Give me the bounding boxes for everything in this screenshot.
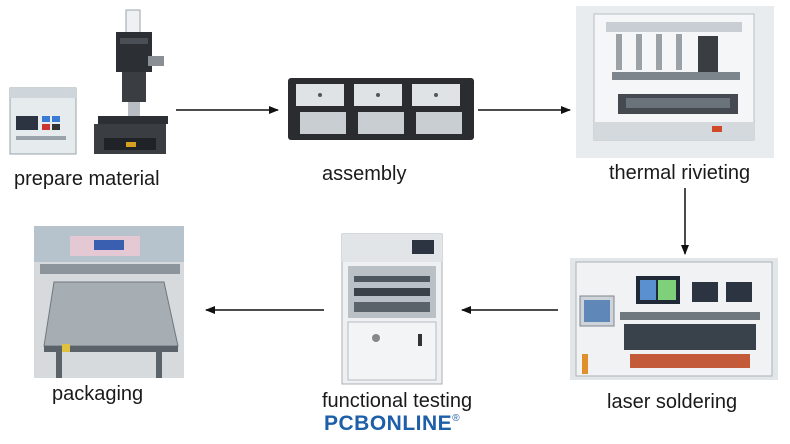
- functional-testing-photo: [332, 226, 454, 386]
- brand-name: PCBONLINE: [324, 412, 453, 435]
- packaging-photo: [34, 226, 184, 378]
- step-label-thermal-riveting: thermal rivieting: [609, 162, 751, 184]
- step-label-laser-soldering: laser soldering: [607, 391, 738, 413]
- brand-registered-mark: ®: [452, 413, 461, 424]
- step-label-functional-testing: functional testing: [322, 390, 473, 412]
- laser-soldering-photo: [570, 258, 778, 380]
- thermal-riveting-photo: [576, 6, 774, 158]
- pcbonline-logo: PCBONLINE®: [324, 412, 460, 436]
- step-label-assembly: assembly: [322, 163, 407, 185]
- prepare-material-photo: [8, 4, 168, 160]
- step-label-prepare-material: prepare material: [14, 168, 160, 190]
- step-label-packaging: packaging: [52, 383, 144, 405]
- assembly-photo: [286, 74, 476, 144]
